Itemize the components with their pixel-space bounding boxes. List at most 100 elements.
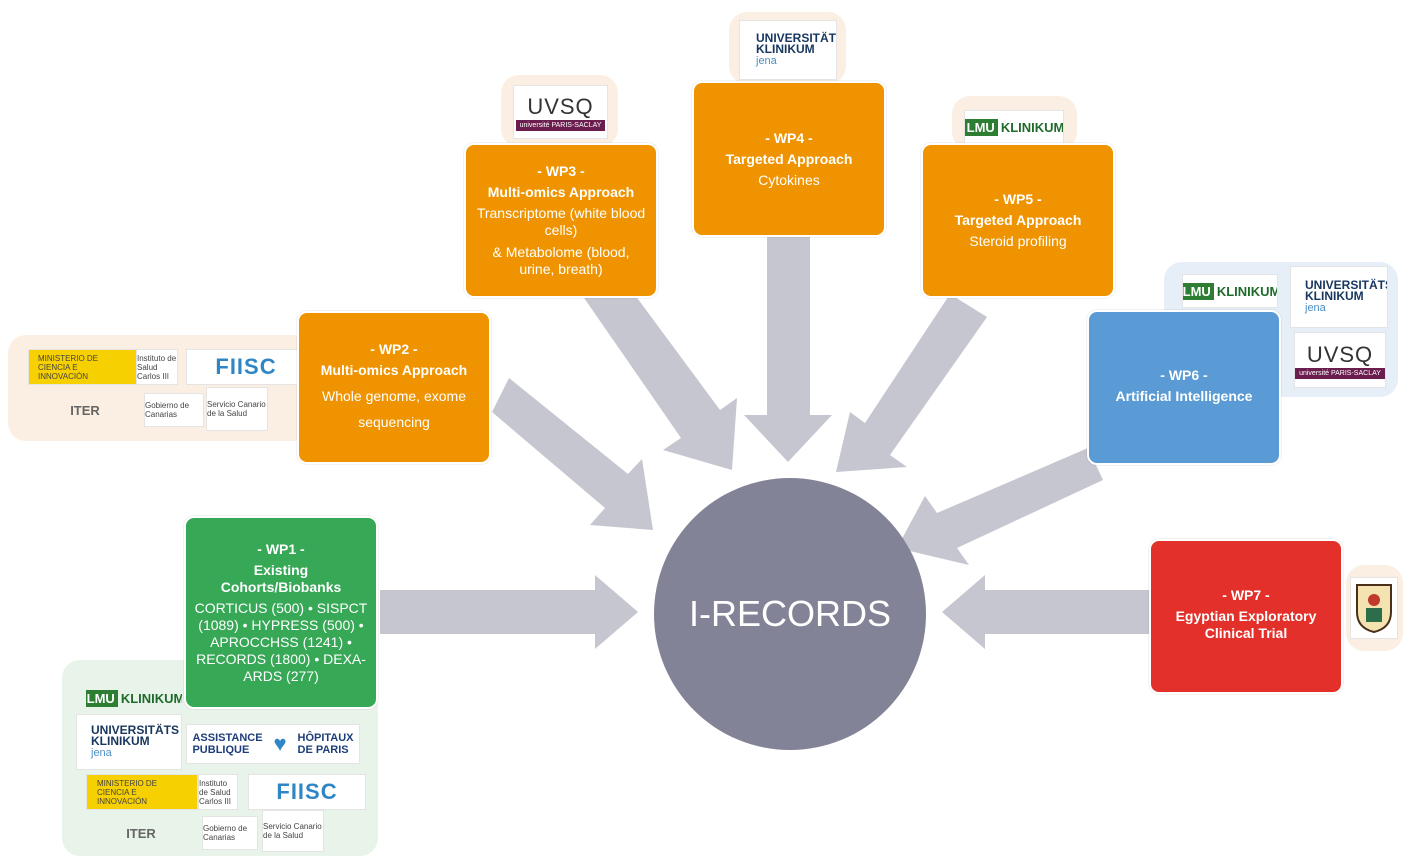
scs-logo: Servicio Canario de la Salud bbox=[262, 810, 324, 852]
lmu-text: KLINIKUM bbox=[1216, 283, 1278, 299]
wp3-title: Multi-omics Approach bbox=[487, 184, 635, 200]
uk-jena-line3: jena bbox=[91, 747, 112, 759]
wp7-box: - WP7 - Egyptian Exploratory Clinical Tr… bbox=[1149, 539, 1343, 694]
uvsq-logo-bar: université PARIS-SACLAY bbox=[515, 119, 606, 131]
uvsq-logo-text: UVSQ bbox=[1306, 341, 1374, 367]
uk-jena-logo: UNIVERSITÄTS KLINIKUM jena bbox=[1290, 266, 1388, 328]
wp6-logo-panel: LMU KLINIKUM UNIVERSITÄTS KLINIKUM jena … bbox=[1164, 262, 1398, 397]
uk-jena-logo: UNIVERSITÄTS KLINIKUM jena bbox=[76, 714, 182, 770]
wp2-logo-panel: MINISTERIO DE CIENCIA E INNOVACIÓN Insti… bbox=[8, 335, 313, 441]
wp4-id: - WP4 - bbox=[765, 129, 813, 146]
uvsq-logo-bar: université PARIS-SACLAY bbox=[1295, 367, 1385, 379]
heart-icon: ♥ bbox=[273, 731, 287, 756]
uk-jena-line3: jena bbox=[1305, 302, 1326, 314]
center-circle: I-RECORDS bbox=[654, 478, 926, 750]
fiisc-text: FIISC bbox=[276, 779, 338, 804]
wp4-box: - WP4 - Targeted Approach Cytokines bbox=[692, 81, 886, 237]
gobierno-text: Gobierno de Canarias bbox=[145, 401, 190, 419]
wp7-id: - WP7 - bbox=[1222, 587, 1270, 603]
wp6-id: - WP6 - bbox=[1160, 366, 1208, 383]
isciii-text: Instituto de Salud Carlos III bbox=[137, 353, 177, 381]
center-label: I-RECORDS bbox=[688, 593, 891, 634]
wp5-logo-panel: LMU KLINIKUM bbox=[952, 96, 1077, 150]
wp2-box: - WP2 - Multi-omics Approach Whole genom… bbox=[297, 311, 491, 464]
wp5-id: - WP5 - bbox=[994, 191, 1042, 207]
uvsq-logo-text: UVSQ bbox=[527, 93, 594, 119]
wp1-desc: CORTICUS (500) • SISPCT (1089) • HYPRESS… bbox=[194, 599, 368, 684]
wp4-logo-panel: UNIVERSITÄTS KLINIKUM jena bbox=[729, 12, 846, 84]
scs-logo: Servicio Canario de la Salud bbox=[206, 387, 268, 431]
wp5-box: - WP5 - Targeted Approach Steroid profil… bbox=[921, 143, 1115, 298]
ministerio-text: MINISTERIO DE CIENCIA E INNOVACIÓN bbox=[38, 353, 99, 381]
gobierno-text: Gobierno de Canarias bbox=[203, 824, 248, 842]
lmu-text: KLINIKUM bbox=[1000, 119, 1064, 135]
uk-jena-logo: UNIVERSITÄTS KLINIKUM jena bbox=[739, 20, 837, 80]
scs-text: Servicio Canario de la Salud bbox=[263, 822, 322, 840]
lmu-klinikum-logo: LMU KLINIKUM bbox=[86, 682, 182, 714]
wp6-box: - WP6 - Artificial Intelligence bbox=[1087, 310, 1281, 465]
arrow-wp7 bbox=[942, 575, 1150, 649]
ministerio-logo: MINISTERIO DE CIENCIA E INNOVACIÓN bbox=[28, 349, 138, 385]
wp3-desc2: & Metabolome (blood, urine, breath) bbox=[492, 244, 630, 277]
wp3-box: - WP3 - Multi-omics Approach Transcripto… bbox=[464, 143, 658, 298]
ministerio-text: MINISTERIO DE CIENCIA E INNOVACIÓN bbox=[97, 778, 158, 806]
isciii-text: Instituto de Salud Carlos III bbox=[199, 778, 232, 806]
arrow-wp4 bbox=[744, 237, 832, 462]
ap-hp-line1: ASSISTANCE bbox=[192, 732, 263, 744]
gobierno-logo: Gobierno de Canarias bbox=[144, 393, 204, 427]
lmu-klinikum-logo: LMU KLINIKUM bbox=[1182, 274, 1278, 308]
fiisc-logo: FIISC bbox=[186, 349, 306, 385]
uk-jena-line3: jena bbox=[756, 55, 777, 67]
lmu-mark: LMU bbox=[1183, 282, 1214, 300]
uk-jena-line2: KLINIKUM bbox=[91, 734, 150, 748]
fiisc-text: FIISC bbox=[215, 354, 277, 379]
uk-jena-line2: KLINIKUM bbox=[756, 42, 815, 56]
gobierno-logo: Gobierno de Canarias bbox=[202, 816, 258, 850]
lmu-text: KLINIKUM bbox=[120, 690, 182, 706]
wp2-title: Multi-omics Approach bbox=[320, 361, 468, 378]
uk-jena-line1: UNIVERSITÄTS bbox=[756, 31, 837, 45]
wp1-box: - WP1 - Existing Cohorts/Biobanks CORTIC… bbox=[184, 516, 378, 709]
iter-logo: ITER bbox=[82, 816, 200, 850]
wp2-desc: Whole genome, exome sequencing bbox=[322, 387, 466, 430]
arrow-wp5 bbox=[836, 294, 987, 472]
wp4-desc: Cytokines bbox=[758, 171, 820, 188]
wp6-title: Artificial Intelligence bbox=[1115, 387, 1253, 404]
wp1-id: - WP1 - bbox=[257, 540, 305, 557]
iter-text: ITER bbox=[126, 825, 156, 841]
ap-hp-line2: PUBLIQUE bbox=[192, 744, 250, 756]
lmu-mark: LMU bbox=[965, 118, 998, 136]
ap-hp-line4: DE PARIS bbox=[297, 744, 349, 756]
lmu-mark: LMU bbox=[86, 689, 118, 707]
uvsq-logo: UVSQ université PARIS-SACLAY bbox=[1294, 332, 1386, 388]
scs-text: Servicio Canario de la Salud bbox=[207, 400, 266, 418]
ap-hp-line3: HÔPITAUX bbox=[297, 732, 354, 744]
arrow-wp3 bbox=[582, 272, 737, 470]
wp2-id: - WP2 - bbox=[370, 340, 418, 357]
wp7-title: Egyptian Exploratory Clinical Trial bbox=[1175, 608, 1317, 641]
lmu-klinikum-logo: LMU KLINIKUM bbox=[964, 110, 1064, 144]
fiisc-logo: FIISC bbox=[248, 774, 366, 810]
wp3-desc: Transcriptome (white blood cells) bbox=[476, 205, 646, 238]
ministerio-logo: MINISTERIO DE CIENCIA E INNOVACIÓN bbox=[86, 774, 198, 810]
arrow-wp1 bbox=[380, 575, 638, 649]
wp3-id: - WP3 - bbox=[537, 163, 585, 179]
seal-shield-icon bbox=[1356, 584, 1392, 634]
uk-jena-line2: KLINIKUM bbox=[1305, 289, 1364, 303]
wp3-logo-panel: UVSQ université PARIS-SACLAY bbox=[501, 75, 618, 147]
wp1-title: Existing Cohorts/Biobanks bbox=[220, 561, 342, 595]
isciii-logo: Instituto de Salud Carlos III bbox=[136, 349, 178, 385]
iter-logo: ITER bbox=[26, 393, 144, 427]
cairo-university-seal bbox=[1350, 577, 1398, 639]
wp5-title: Targeted Approach bbox=[954, 212, 1082, 228]
wp4-title: Targeted Approach bbox=[725, 150, 853, 167]
wp7-logo-panel bbox=[1346, 565, 1403, 651]
isciii-logo: Instituto de Salud Carlos III bbox=[198, 774, 238, 810]
uk-jena-line1: UNIVERSITÄTS bbox=[1305, 278, 1388, 292]
arrow-wp6 bbox=[897, 448, 1103, 565]
wp5-desc: Steroid profiling bbox=[969, 233, 1067, 249]
